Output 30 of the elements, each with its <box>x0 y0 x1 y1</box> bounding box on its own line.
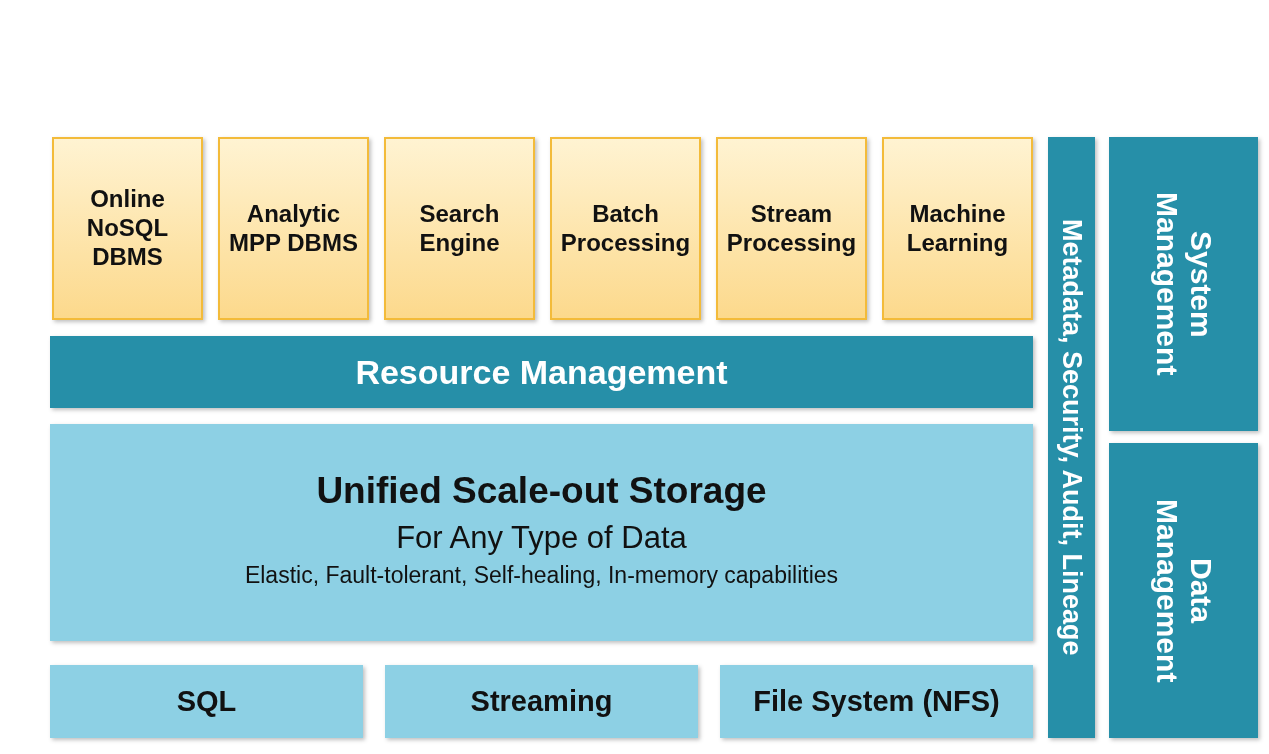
box-label: System Management <box>1149 191 1218 378</box>
component-box <box>882 137 1033 320</box>
subtitle: For Any Type of Data <box>396 520 687 556</box>
box-label: Analytic MPP DBMS <box>228 199 359 258</box>
box-label: Resource Management <box>355 352 728 392</box>
layer-band <box>385 665 698 738</box>
box-label: Search Engine <box>418 199 501 258</box>
box-label: Data Management <box>1149 497 1218 685</box>
layer-band <box>50 665 363 738</box>
box-label: Unified Scale-out Storage <box>316 470 767 512</box>
component-box <box>550 137 701 320</box>
description: Elastic, Fault-tolerant, Self-healing, In-memory capabilities <box>244 562 839 589</box>
component-box <box>218 137 369 320</box>
box-label: Stream Processing <box>725 199 858 258</box>
layer-band <box>50 424 1033 641</box>
box-label: Online NoSQL DBMS <box>85 185 170 272</box>
component-box <box>716 137 867 320</box>
layer-band <box>50 336 1033 408</box>
layer-band <box>720 665 1033 738</box>
component-box <box>52 137 203 320</box>
box-label: Batch Processing <box>559 199 692 258</box>
component-box <box>384 137 535 320</box>
vertical-band <box>1109 137 1258 431</box>
box-label: SQL <box>176 685 237 718</box>
vertical-band <box>1048 137 1095 738</box>
box-label: File System (NFS) <box>753 685 1000 718</box>
box-label: Machine Learning <box>905 199 1010 258</box>
vertical-band <box>1109 443 1258 738</box>
box-label: Streaming <box>470 685 613 718</box>
box-label: Metadata, Security, Audit, Lineage <box>1056 219 1087 656</box>
